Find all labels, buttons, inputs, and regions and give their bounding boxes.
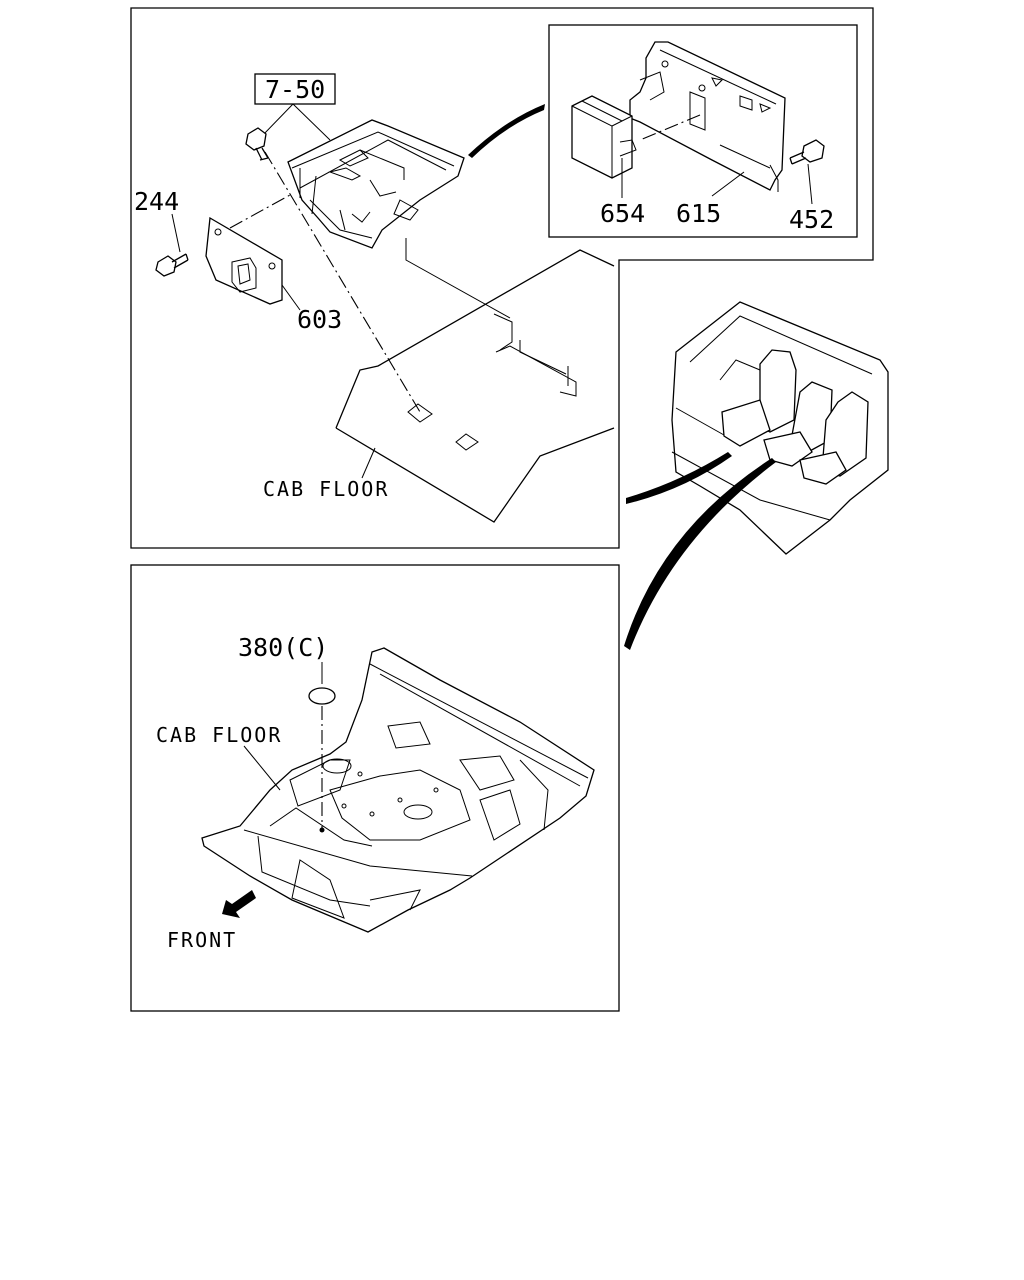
cab-floor-label-top: CAB FLOOR [263,477,389,501]
bolt-452-drawing [789,139,825,165]
callout-615: 615 [676,199,721,228]
ref-box-label: 7-50 [265,75,325,104]
bracket-assembly-drawing [287,119,465,249]
callout-380c: 380(C) [238,633,328,662]
cab-overview-drawing [624,301,889,650]
front-label: FRONT [167,928,237,952]
ref-box [254,73,336,105]
grommet-380-drawing [308,687,336,705]
front-arrow-icon [222,890,256,918]
inset-connector [468,104,545,158]
upper-panel [130,7,874,549]
callout-654: 654 [600,199,645,228]
inset-panel [548,24,858,238]
cab-floor-label-bottom: CAB FLOOR [156,723,282,747]
callout-244: 244 [134,187,179,216]
callout-452: 452 [789,205,834,234]
cab-floor-top-drawing [264,151,615,523]
bolt-244-drawing [155,213,189,277]
bracket-615-drawing [629,41,786,192]
plate-603-drawing [205,194,301,311]
lower-panel [130,564,620,1012]
module-654-drawing [571,95,637,179]
callout-603: 603 [297,305,342,334]
stud-drawing [245,127,269,161]
cab-floor-bottom-drawing [201,647,595,933]
